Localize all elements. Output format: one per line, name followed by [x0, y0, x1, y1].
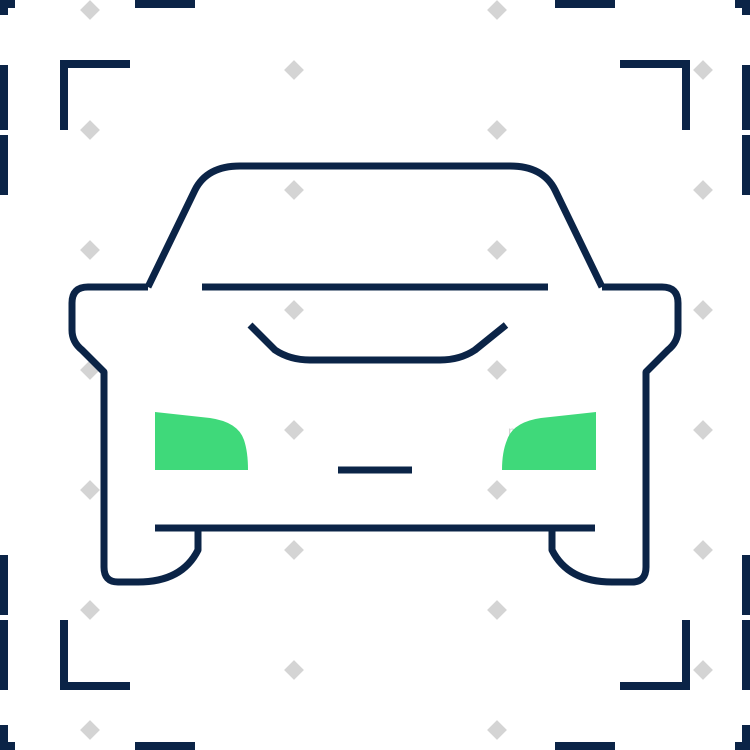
right-headlight	[502, 412, 596, 470]
watermark-diamond	[284, 60, 304, 80]
watermark-diamond	[80, 120, 100, 140]
watermark-diamond	[80, 0, 100, 20]
left-headlight	[155, 412, 248, 470]
corner-top-left	[60, 60, 130, 130]
car-outline	[68, 162, 682, 586]
watermark-diamond	[487, 360, 507, 380]
watermark-diamond	[487, 240, 507, 260]
watermark-diamond	[693, 540, 713, 560]
frame-corner-brackets	[60, 60, 690, 690]
corner-bottom-left	[60, 620, 130, 690]
car-headlights	[155, 412, 596, 470]
watermark-diamond	[693, 60, 713, 80]
watermark-diamond	[284, 660, 304, 680]
watermark-diamond	[693, 420, 713, 440]
grille	[247, 322, 509, 364]
watermark-diamond	[80, 720, 100, 740]
watermark-diamond	[284, 300, 304, 320]
watermark-diamond	[80, 240, 100, 260]
watermark-diamond	[693, 180, 713, 200]
watermark-pattern	[80, 0, 713, 740]
car-roof	[144, 162, 606, 289]
watermark-diamond	[487, 480, 507, 500]
watermark-diamond	[80, 480, 100, 500]
watermark-diamond	[80, 600, 100, 620]
watermark-diamond	[693, 660, 713, 680]
watermark-diamond	[487, 120, 507, 140]
watermark-diamond	[284, 420, 304, 440]
corner-bottom-right	[620, 620, 690, 690]
watermark-diamond	[487, 600, 507, 620]
watermark-diamond	[487, 720, 507, 740]
watermark-diamond	[284, 180, 304, 200]
watermark-diamond	[487, 0, 507, 20]
watermark-diamond	[693, 300, 713, 320]
watermark-diamond	[284, 540, 304, 560]
corner-top-right	[620, 60, 690, 130]
